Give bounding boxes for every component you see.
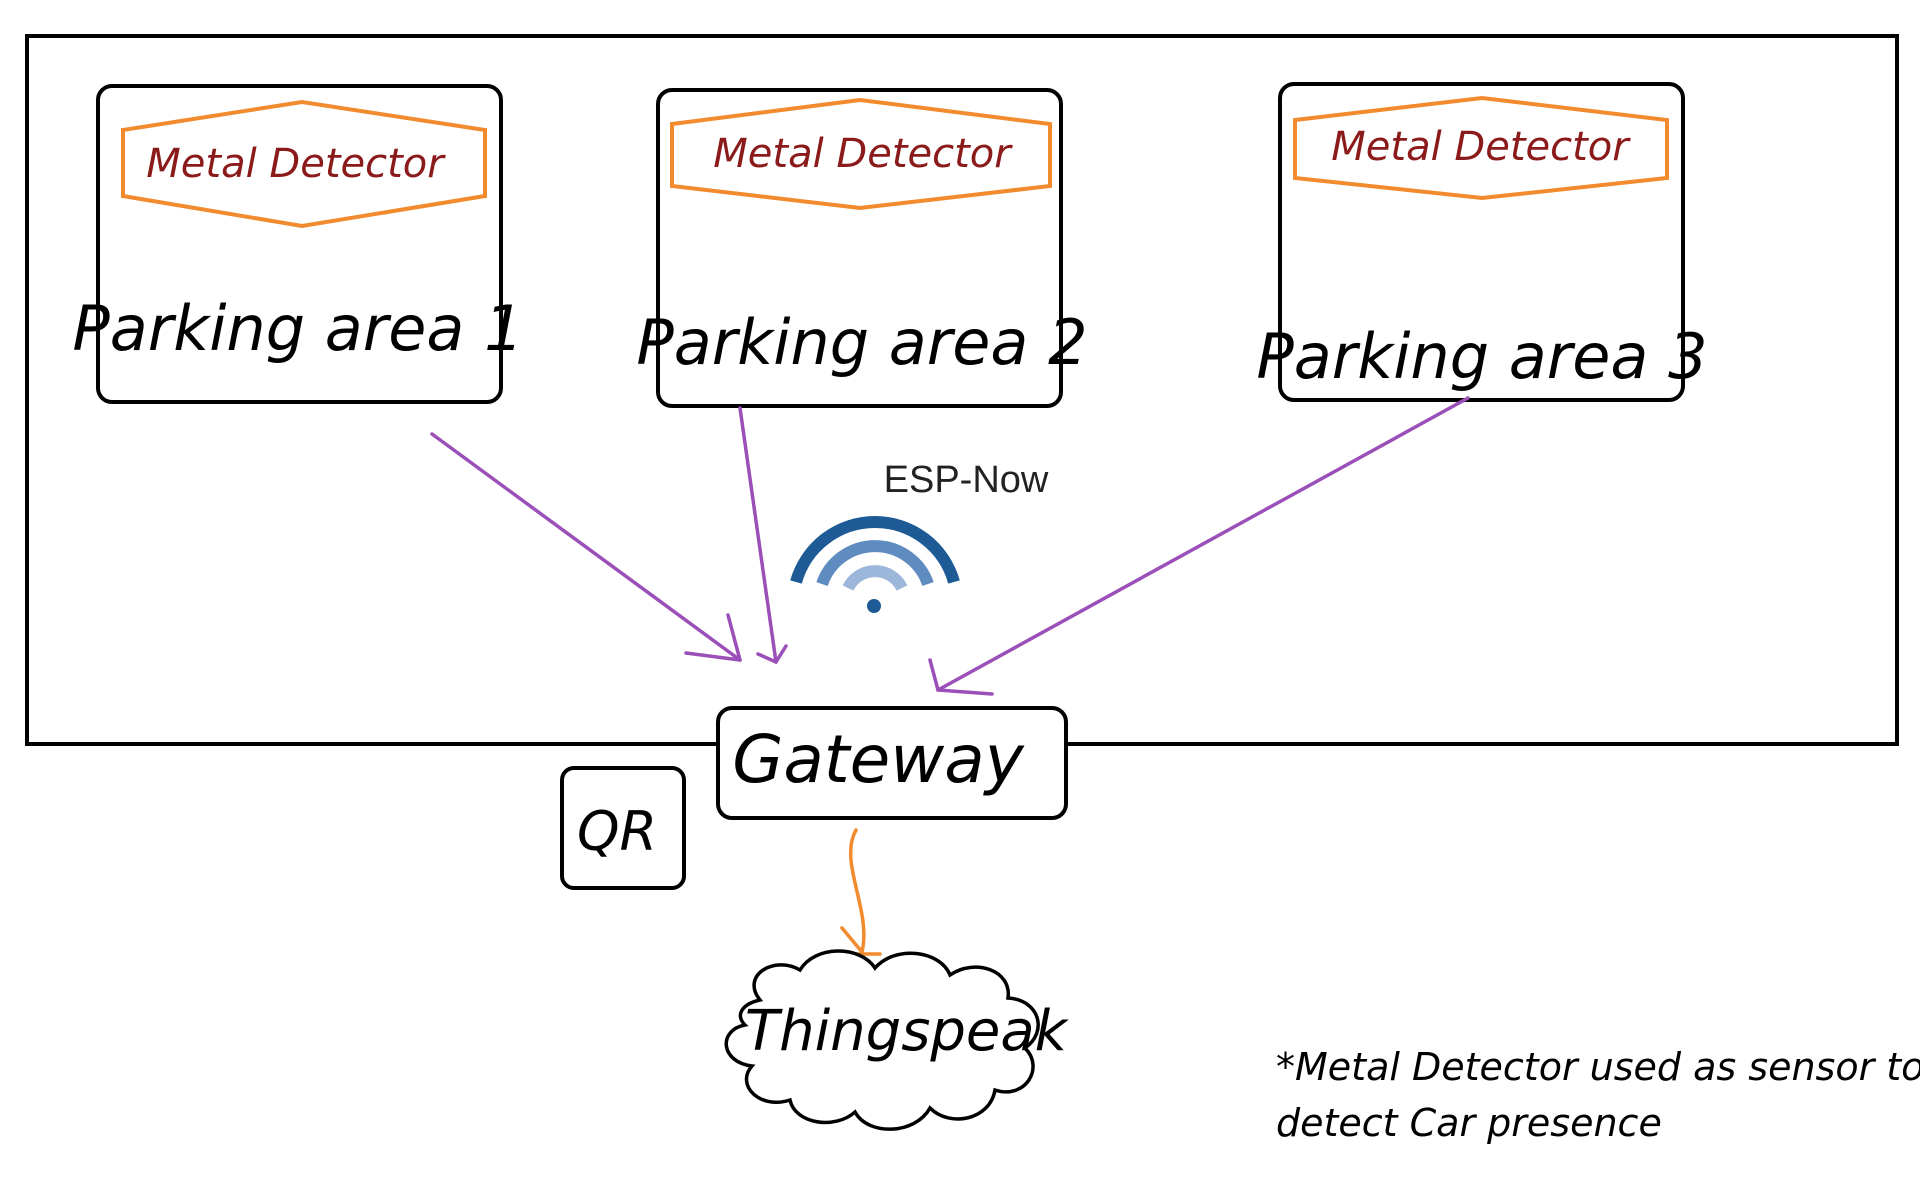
gateway-box [716,706,1068,820]
wifi-icon [790,516,960,613]
parking-area-2: Metal Detector Parking area 2 [636,88,1088,408]
cloud-label: Thingspeak [745,999,1070,1064]
metal-detector-label: Metal Detector [713,131,1013,177]
metal-detector-label: Metal Detector [1331,124,1631,170]
qr-box [560,766,686,890]
parking-area-1: Metal Detector Parking area 1 [72,84,524,404]
gateway-label: Gateway [732,721,1024,798]
parking-area-label: Parking area 1 [72,292,523,365]
cloud-icon: Thingspeak [724,949,1070,1131]
metal-detector-shape [670,97,1052,211]
footnote-line-1: *Metal Detector used as sensor to [1276,1045,1920,1089]
arrow-area1-to-gateway [430,432,742,662]
metal-detector-label: Metal Detector [146,141,446,187]
arrow-gateway-to-cloud [840,828,882,956]
arrow-area2-to-gateway [738,406,788,664]
arrow-area3-to-gateway [928,396,1470,696]
qr-label: QR [577,800,657,863]
parking-area-label: Parking area 3 [1256,320,1707,393]
footnote-line-2: detect Car presence [1276,1101,1662,1145]
esp-now-links [430,396,1470,696]
gateway-node: Gateway [716,706,1068,820]
esp-now-label: ESP-Now [884,459,1049,501]
parking-area-label: Parking area 2 [636,306,1087,379]
footnote: *Metal Detector used as sensor to detect… [1276,1045,1920,1145]
qr-node: QR [560,766,686,890]
parking-area-3: Metal Detector Parking area 3 [1256,82,1708,402]
metal-detector-shape [121,99,487,229]
metal-detector-shape [1293,95,1669,201]
